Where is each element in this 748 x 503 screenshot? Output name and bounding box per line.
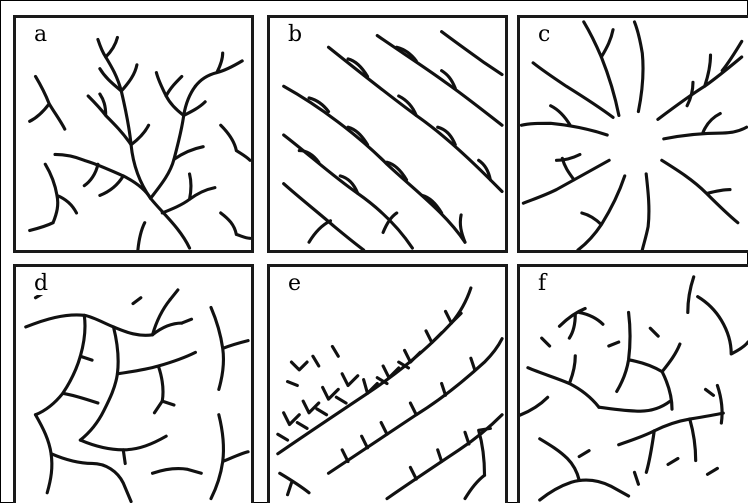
panel-label-e: e: [286, 273, 303, 295]
panel-a-dendritic: a: [13, 15, 254, 253]
panel-label-c: c: [536, 24, 552, 46]
panel-label-b: b: [286, 24, 304, 46]
panel-label-d: d: [32, 273, 50, 295]
dendritic-drainage-drawing: [16, 18, 251, 250]
panel-label-f: f: [536, 273, 548, 295]
panel-f-deranged: f: [517, 264, 748, 503]
parallel-drainage-drawing: [270, 18, 505, 250]
trellis-drainage-drawing: [270, 267, 505, 503]
panel-b-parallel: b: [267, 15, 508, 253]
panel-label-a: a: [32, 24, 49, 46]
panel-c-radial: c: [517, 15, 748, 253]
radial-drainage-drawing: [520, 18, 748, 250]
panel-e-trellis: e: [267, 264, 508, 503]
deranged-drainage-drawing: [520, 267, 748, 503]
rectangular-drainage-drawing: [16, 267, 251, 503]
panel-d-rectangular: d: [13, 264, 254, 503]
